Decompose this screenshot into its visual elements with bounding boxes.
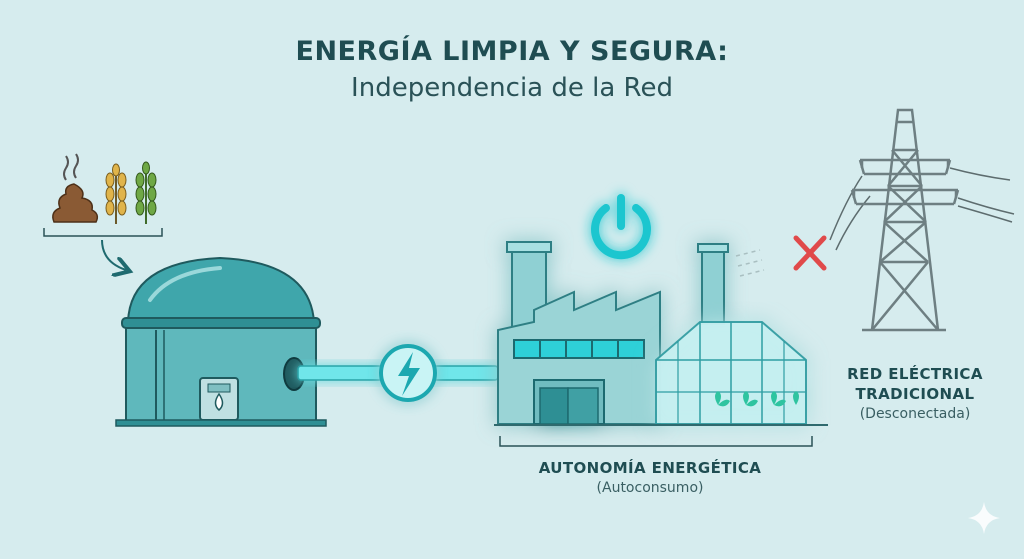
- page-subtitle: Independencia de la Red: [351, 73, 673, 103]
- lightning-icon: [379, 344, 437, 402]
- factory: [497, 241, 729, 425]
- autonomy-subtitle: (Autoconsumo): [596, 480, 704, 496]
- autonomy-title: AUTONOMÍA ENERGÉTICA: [538, 459, 762, 477]
- grid-label: RED ELÉCTRICA TRADICIONAL (Desconectada): [830, 364, 1000, 424]
- sparkle-icon: [968, 502, 1000, 534]
- transmission-tower: [850, 108, 1015, 332]
- grid-title-line2: TRADICIONAL: [855, 385, 975, 403]
- disconnected-lines: [735, 175, 871, 277]
- wheat-icon: [105, 163, 127, 224]
- biogas-digester: [115, 256, 327, 427]
- cross-icon: [793, 235, 827, 271]
- power-icon: [591, 194, 651, 260]
- greenhouse: [655, 321, 807, 425]
- inputs-bracket: [43, 228, 163, 270]
- page-title: ENERGÍA LIMPIA Y SEGURA:: [295, 36, 729, 67]
- grid-title-line1: RED ELÉCTRICA: [847, 365, 983, 383]
- title-block: ENERGÍA LIMPIA Y SEGURA: Independencia d…: [0, 36, 1024, 103]
- manure-icon: [52, 153, 99, 223]
- grass-icon: [135, 161, 157, 224]
- grid-subtitle: (Desconectada): [859, 406, 971, 422]
- autonomy-label: AUTONOMÍA ENERGÉTICA (Autoconsumo): [520, 458, 780, 498]
- autonomy-bracket: [499, 436, 813, 447]
